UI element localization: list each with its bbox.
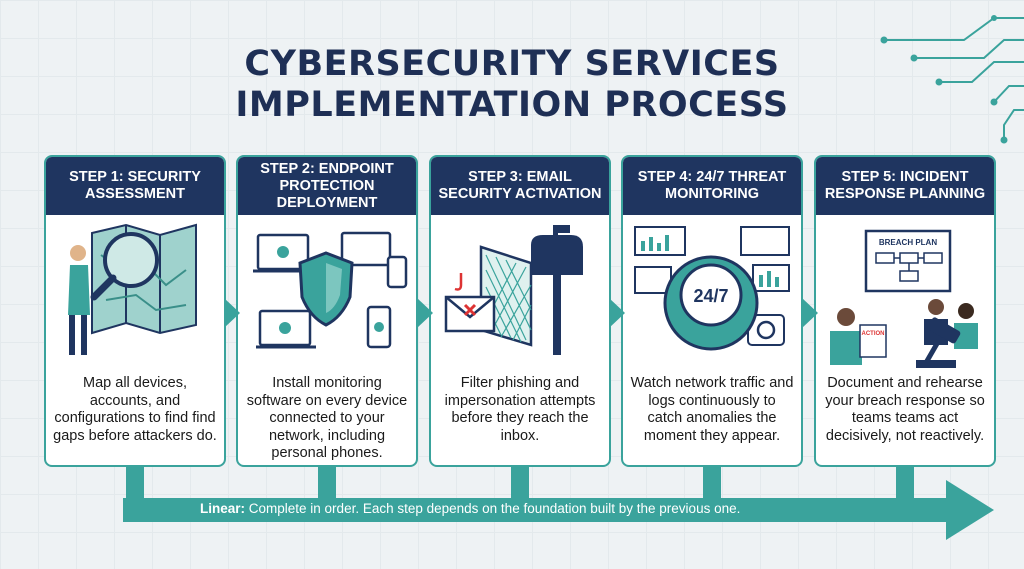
title-line-2: IMPLEMENTATION PROCESS	[235, 85, 789, 125]
footer-label: Linear:	[200, 501, 246, 516]
footer-text: Complete in order. Each step depends on …	[245, 501, 741, 516]
step-card-4: STEP 4: 24/7 THREAT MONITORING 24/7 Watc…	[621, 155, 803, 467]
step-3-description: Filter phishing and impersonation attemp…	[444, 375, 596, 444]
connector-stub	[896, 465, 914, 503]
mailbox-filter-icon	[444, 225, 583, 355]
step-2-illustration	[238, 215, 416, 375]
connector-stub	[318, 465, 336, 503]
step-2-description: Install monitoring software on every dev…	[246, 375, 408, 461]
step-card-5: STEP 5: INCIDENT RESPONSE PLANNING BREAC…	[814, 155, 996, 467]
step-card-2: STEP 2: ENDPOINT PROTECTION DEPLOYMENT I…	[236, 155, 418, 467]
progress-arrow-bar	[123, 498, 951, 522]
step-3-heading: STEP 3: EMAIL SECURITY ACTIVATION	[431, 157, 609, 215]
step-5-description: Document and rehearse your breach respon…	[825, 375, 985, 444]
title-line-1: CYBERSECURITY SERVICES	[244, 44, 780, 84]
page-title: CYBERSECURITY SERVICES IMPLEMENTATION PR…	[0, 44, 1024, 126]
meeting-plan-icon: BREACH PLAN ACTION	[830, 229, 978, 368]
step-1-heading: STEP 1: SECURITY ASSESSMENT	[46, 157, 224, 215]
step-5-illustration: BREACH PLAN ACTION	[816, 215, 994, 375]
connector-stub	[126, 465, 144, 503]
step-4-heading: STEP 4: 24/7 THREAT MONITORING	[623, 157, 801, 215]
clock-monitoring-icon: 24/7	[634, 226, 790, 351]
step-1-description: Map all devices, accounts, and configura…	[53, 375, 217, 444]
arrow-right-icon	[224, 298, 240, 328]
connector-stub	[703, 465, 721, 503]
circuit-decoration-icon	[880, 15, 1024, 144]
step-3-illustration	[431, 215, 609, 375]
breach-plan-label: BREACH PLAN	[879, 238, 937, 247]
arrow-right-icon	[609, 298, 625, 328]
step-card-1: STEP 1: SECURITY ASSESSMENT Map all devi…	[44, 155, 226, 467]
arrow-head-icon	[946, 480, 994, 540]
arrow-right-icon	[802, 298, 818, 328]
devices-shield-icon	[253, 231, 408, 349]
step-4-description: Watch network traffic and logs continuou…	[630, 375, 794, 444]
clock-label: 24/7	[693, 286, 728, 306]
step-4-illustration: 24/7	[623, 215, 801, 375]
step-1-illustration	[46, 215, 224, 375]
map-magnifier-icon	[68, 223, 197, 355]
step-card-3: STEP 3: EMAIL SECURITY ACTIVATION Filter…	[429, 155, 611, 467]
step-5-heading: STEP 5: INCIDENT RESPONSE PLANNING	[816, 157, 994, 215]
connector-stub	[511, 465, 529, 503]
arrow-right-icon	[417, 298, 433, 328]
action-doc-label: ACTION	[862, 331, 885, 337]
footer-note: Linear: Complete in order. Each step dep…	[200, 501, 740, 516]
step-2-heading: STEP 2: ENDPOINT PROTECTION DEPLOYMENT	[238, 157, 416, 215]
